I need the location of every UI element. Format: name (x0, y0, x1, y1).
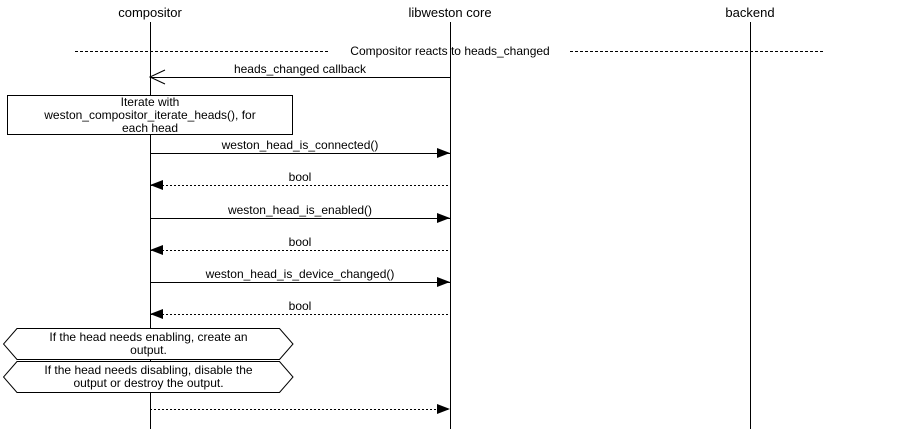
filled-arrowhead-left-icon (150, 245, 163, 255)
message-line-is-connected (150, 153, 450, 154)
note-line: weston_compositor_iterate_heads(), for (44, 108, 256, 122)
filled-arrowhead-right-icon (437, 213, 450, 223)
filled-arrowhead-right-icon (437, 404, 450, 414)
note-line: If the head needs enabling, create an (49, 330, 248, 344)
message-label-is-device-changed: weston_head_is_device_changed() (205, 267, 395, 281)
note-line: If the head needs disabling, disable the (44, 363, 253, 377)
divider-title: Compositor reacts to heads_changed (350, 44, 550, 58)
participant-backend: backend (725, 5, 775, 20)
filled-arrowhead-left-icon (150, 309, 163, 319)
return-line-bool (150, 185, 450, 186)
filled-arrowhead-right-icon (437, 277, 450, 287)
lifeline-compositor (150, 22, 151, 429)
filled-arrowhead-left-icon (150, 180, 163, 190)
filled-arrowhead-right-icon (437, 148, 450, 158)
note-line: output or destroy the output. (73, 376, 224, 390)
note-iterate-heads: Iterate with weston_compositor_iterate_h… (7, 95, 293, 135)
divider-line-right (570, 51, 825, 52)
message-label-heads-changed-callback: heads_changed callback (233, 62, 367, 76)
message-label-is-enabled: weston_head_is_enabled() (227, 203, 373, 217)
note-enabling-condition: If the head needs enabling, create an ou… (3, 328, 294, 360)
note-line: Iterate with (120, 95, 180, 109)
hexagon-outline (3, 328, 294, 360)
message-line-heads-changed-callback (150, 77, 450, 78)
hexagon-outline (3, 361, 294, 393)
open-arrowhead-icon (149, 69, 166, 85)
note-line: each head (121, 121, 179, 135)
return-line-bool (150, 314, 450, 315)
return-label-bool: bool (288, 170, 312, 184)
participant-compositor: compositor (118, 5, 182, 20)
return-line-bool (150, 250, 450, 251)
return-label-bool: bool (288, 299, 312, 313)
message-line-is-device-changed (150, 282, 450, 283)
return-label-bool: bool (288, 235, 312, 249)
lifeline-backend (750, 22, 751, 429)
message-line-unlabeled-return (150, 409, 450, 410)
message-line-is-enabled (150, 218, 450, 219)
message-label-is-connected: weston_head_is_connected() (221, 138, 379, 152)
divider-line-left (75, 51, 330, 52)
lifeline-libweston-core (450, 22, 451, 429)
note-disabling-condition: If the head needs disabling, disable the… (3, 361, 294, 393)
participant-libweston-core: libweston core (408, 5, 492, 20)
note-line: output. (130, 343, 167, 357)
